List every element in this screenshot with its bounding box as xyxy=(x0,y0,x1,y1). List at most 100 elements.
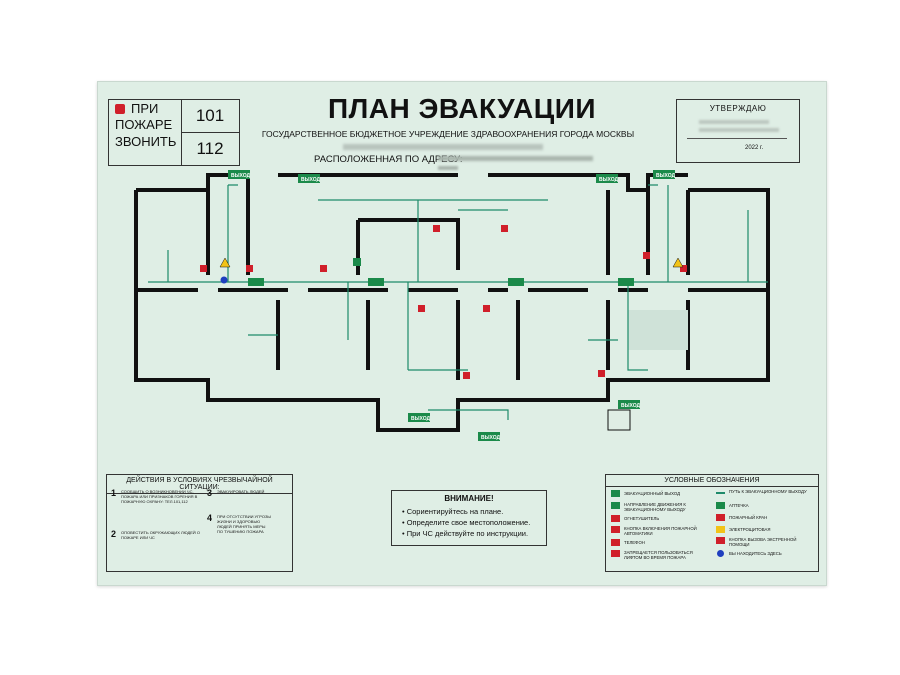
step-number: 2 xyxy=(111,529,117,539)
redacted-floor xyxy=(438,166,458,170)
emergency-actions-panel: ДЕЙСТВИЯ В УСЛОВИЯХ ЧРЕЗВЫЧАЙНОЙ СИТУАЦИ… xyxy=(106,474,293,572)
step-number: 1 xyxy=(111,488,117,498)
fire-equipment xyxy=(200,225,687,379)
first-aid-icon xyxy=(716,502,725,509)
legend-panel: УСЛОВНЫЕ ОБОЗНАЧЕНИЯ ЭВАКУАЦИОННЫЙ ВЫХОД… xyxy=(605,474,819,572)
legend-item: ОГНЕТУШИТЕЛЬ xyxy=(624,516,660,521)
fire-extinguisher-icon xyxy=(463,372,470,379)
fire-extinguisher-icon xyxy=(598,370,605,377)
step-text: ЭВАКУИРОВАТЬ ЛЮДЕЙ xyxy=(217,489,265,494)
fire-call-line1: ПРИ xyxy=(131,101,159,116)
exit-sign-label: ВЫХОД xyxy=(599,177,619,183)
approval-title: УТВЕРЖДАЮ xyxy=(709,104,767,113)
redacted-address xyxy=(438,156,593,161)
exit-sign xyxy=(618,400,640,409)
exit-icon xyxy=(611,490,620,497)
emergency-call-button-icon xyxy=(716,537,725,544)
you-are-here-icon xyxy=(717,550,724,557)
exit-sign-label: ВЫХОД xyxy=(656,173,676,179)
exit-sign xyxy=(653,170,675,179)
direction-sign xyxy=(248,278,264,286)
emergency-number-112: 112 xyxy=(196,139,224,158)
legend-item: ВЫ НАХОДИТЕСЬ ЗДЕСЬ xyxy=(729,551,782,556)
no-elevator-icon xyxy=(611,550,620,557)
exit-sign-label: ВЫХОД xyxy=(481,435,501,441)
direction-sign xyxy=(368,278,384,286)
legend-item: НАПРАВЛЕНИЕ ДВИЖЕНИЯ К ЭВАКУАЦИОННОМУ ВЫ… xyxy=(624,502,686,512)
step-number: 4 xyxy=(207,513,213,523)
redacted-facility-name xyxy=(343,144,543,150)
direction-sign xyxy=(508,278,524,286)
attention-line: • При ЧС действуйте по инструкции. xyxy=(402,529,529,538)
phone-icon xyxy=(611,539,620,546)
attention-line: • Определите свое местоположение. xyxy=(402,518,531,527)
fire-extinguisher-icon xyxy=(200,265,207,272)
step-number: 3 xyxy=(207,488,213,498)
exit-sign-label: ВЫХОД xyxy=(621,403,641,409)
exit-signs xyxy=(228,170,675,441)
fire-hydrant-icon xyxy=(501,225,508,232)
fire-hydrant-icon xyxy=(433,225,440,232)
exit-sign xyxy=(596,174,618,183)
address-label: РАСПОЛОЖЕННАЯ ПО АДРЕСУ: xyxy=(314,154,463,165)
exit-sign xyxy=(408,413,430,422)
exit-stair xyxy=(607,409,631,431)
exit-sign-label: ВЫХОД xyxy=(411,416,431,422)
fire-call-line3: ЗВОНИТЬ xyxy=(115,134,177,149)
fire-extinguisher-icon xyxy=(418,305,425,312)
exit-sign xyxy=(478,432,500,441)
legend-item: ПОЖАРНЫЙ КРАН xyxy=(729,515,768,520)
electrical-panel-icon xyxy=(672,257,684,268)
legend-item: ЗАПРЕЩАЕТСЯ ПОЛЬЗОВАТЬСЯ ЛИФТОМ ВО ВРЕМЯ… xyxy=(624,550,693,560)
emergency-number-101: 101 xyxy=(181,100,239,133)
organization-name: ГОСУДАРСТВЕННОЕ БЮДЖЕТНОЕ УЧРЕЖДЕНИЕ ЗДР… xyxy=(261,129,635,139)
signature-line xyxy=(687,138,787,139)
exit-sign-labels: ВЫХОД ВЫХОД ВЫХОД ВЫХОД ВЫХОД ВЫХОД ВЫХО… xyxy=(231,173,676,441)
floor-plan: ВЫХОД ВЫХОД ВЫХОД ВЫХОД ВЫХОД ВЫХОД ВЫХО… xyxy=(134,170,770,441)
exit-sign xyxy=(228,170,250,179)
you-are-here-marker xyxy=(220,276,228,284)
electrical-panel-icon xyxy=(219,257,231,268)
attention-title: ВНИМАНИЕ! xyxy=(444,494,494,503)
direction-arrow-icon xyxy=(611,502,620,509)
legend-item: КНОПКА ВЫЗОВА ЭКСТРЕННОЙ ПОМОЩИ xyxy=(729,537,797,547)
attention-panel: ВНИМАНИЕ! • Сориентируйтесь на плане. • … xyxy=(391,490,547,546)
redacted-approver-name xyxy=(699,128,779,132)
route-line-icon xyxy=(716,492,725,494)
fire-extinguisher-icon xyxy=(483,305,490,312)
fire-extinguisher-icon xyxy=(320,265,327,272)
room-fill xyxy=(628,310,688,350)
step-text: ОПОВЕСТИТЬ ОКРУЖАЮЩИХ ЛЮДЕЙ О ПОЖАРЕ ИЛИ… xyxy=(121,530,201,540)
fire-call-line2: ПОЖАРЕ xyxy=(115,117,173,132)
step-text: ПРИ ОТСУТСТВИИ УГРОЗЫ ЖИЗНИ И ЗДОРОВЬЮ Л… xyxy=(217,514,271,534)
approval-block: УТВЕРЖДАЮ 2022 г. xyxy=(676,99,800,163)
electrical-panel-icons xyxy=(219,257,684,268)
electrical-panel-icon xyxy=(716,526,725,533)
fire-call-box: ПРИ ПОЖАРЕ ЗВОНИТЬ 101 112 xyxy=(108,99,240,166)
fire-extinguisher-icon xyxy=(611,515,620,522)
emergency-actions-title: ДЕЙСТВИЯ В УСЛОВИЯХ ЧРЕЗВЫЧАЙНОЙ СИТУАЦИ… xyxy=(107,477,292,494)
evacuation-routes xyxy=(148,184,768,420)
evacuation-plan-sheet: ПРИ ПОЖАРЕ ЗВОНИТЬ 101 112 ПЛАН ЭВАКУАЦИ… xyxy=(97,81,827,586)
direction-signs xyxy=(248,278,634,286)
exit-sign-label: ВЫХОД xyxy=(301,177,321,183)
legend-item: ТЕЛЕФОН xyxy=(624,540,645,545)
approval-year: 2022 г. xyxy=(745,145,764,151)
attention-line: • Сориентируйтесь на плане. xyxy=(402,507,504,516)
redacted-approver-title xyxy=(699,120,769,124)
fire-extinguisher-icon xyxy=(643,252,650,259)
legend-item: ЭВАКУАЦИОННЫЙ ВЫХОД xyxy=(624,491,680,496)
first-aid-icon xyxy=(353,258,361,266)
exit-sign xyxy=(298,174,320,183)
step-text: СООБЩИТЬ О ВОЗНИКНОВЕНИИ ЧС, ПОЖАРА ИЛИ … xyxy=(121,489,198,504)
legend-item: ПУТЬ К ЭВАКУАЦИОННОМУ ВЫХОДУ xyxy=(729,489,807,494)
walls xyxy=(134,173,770,432)
legend-title: УСЛОВНЫЕ ОБОЗНАЧЕНИЯ xyxy=(606,477,818,487)
legend-item: АПТЕЧКА xyxy=(729,503,749,508)
fire-alarm-button-icon xyxy=(611,526,620,533)
fire-hydrant-icon xyxy=(716,514,725,521)
fire-extinguisher-icon xyxy=(246,265,253,272)
phone-icon xyxy=(115,104,125,114)
plan-title: ПЛАН ЭВАКУАЦИИ xyxy=(328,93,596,124)
direction-sign xyxy=(618,278,634,286)
